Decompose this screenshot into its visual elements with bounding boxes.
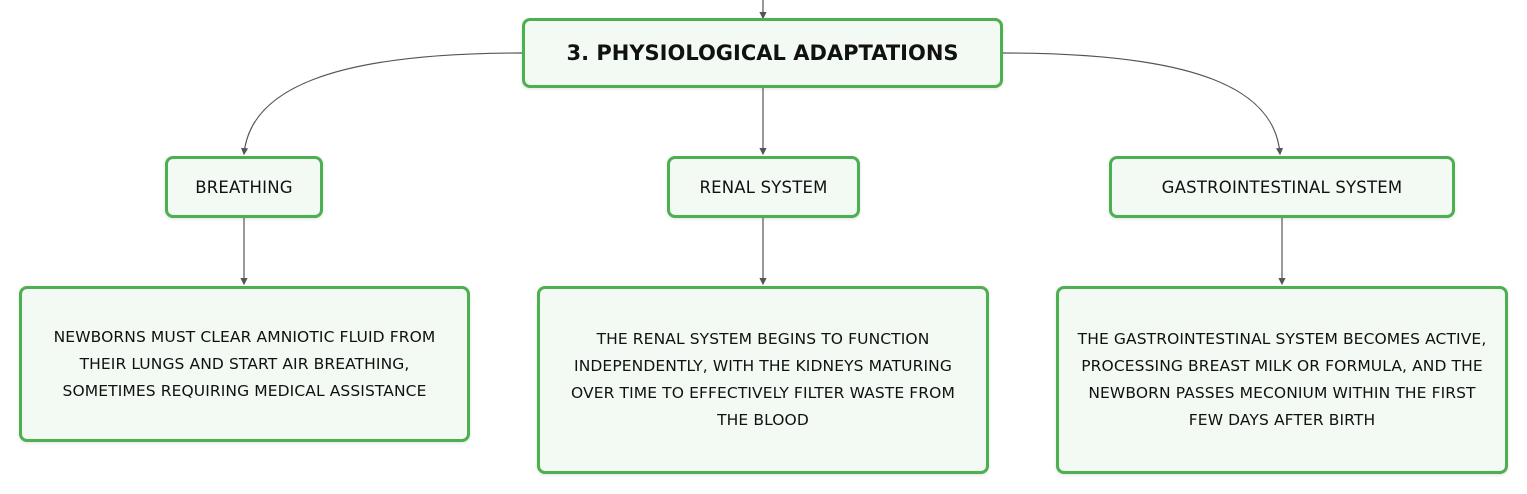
branch-node-renal-system[interactable]: RENAL SYSTEM [667,156,860,218]
detail-node-text: THE RENAL SYSTEM BEGINS TO FUNCTION INDE… [571,330,955,429]
detail-node-breathing[interactable]: NEWBORNS MUST CLEAR AMNIOTIC FLUID FROM … [19,286,470,442]
root-node-label: 3. PHYSIOLOGICAL ADAPTATIONS [566,41,959,65]
detail-node-text: THE GASTROINTESTINAL SYSTEM BECOMES ACTI… [1077,330,1487,429]
detail-node-gastrointestinal-system[interactable]: THE GASTROINTESTINAL SYSTEM BECOMES ACTI… [1056,286,1508,474]
branch-node-gastrointestinal-system[interactable]: GASTROINTESTINAL SYSTEM [1109,156,1455,218]
detail-node-renal-system[interactable]: THE RENAL SYSTEM BEGINS TO FUNCTION INDE… [537,286,989,474]
detail-node-text: NEWBORNS MUST CLEAR AMNIOTIC FLUID FROM … [53,327,436,400]
connector-root-to-gastrointestinal [1002,52,1284,156]
connector-root-to-breathing [240,52,523,156]
branch-node-label: RENAL SYSTEM [699,177,828,197]
branch-node-label: BREATHING [195,177,293,197]
root-node[interactable]: 3. PHYSIOLOGICAL ADAPTATIONS [522,18,1003,88]
branch-node-breathing[interactable]: BREATHING [165,156,323,218]
branch-node-label: GASTROINTESTINAL SYSTEM [1161,177,1403,197]
